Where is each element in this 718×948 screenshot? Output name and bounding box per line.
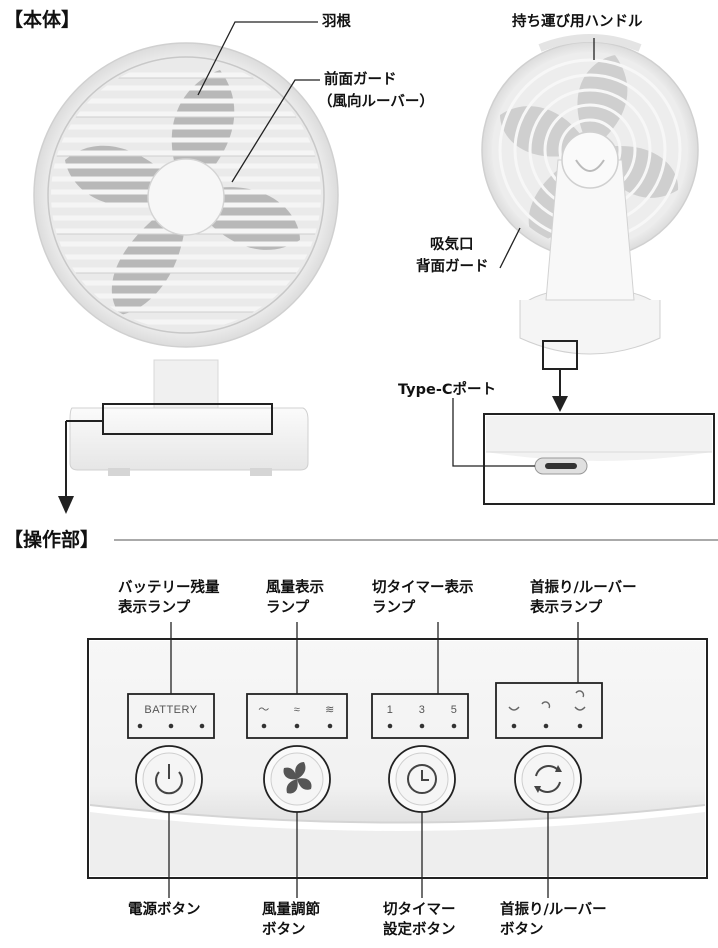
- timer-button-shape: [388, 745, 456, 813]
- timer-3-text: 3: [419, 704, 426, 716]
- label-blade: 羽根: [322, 14, 351, 30]
- front-fan-illustration: [33, 42, 339, 476]
- label-wind-lamp: 風量表示ランプ: [266, 580, 324, 616]
- label-timer-button: 切タイマー設定ボタン: [383, 902, 456, 938]
- power-button-shape: [135, 745, 203, 813]
- label-power-button: 電源ボタン: [128, 902, 201, 918]
- wind-button-shape: [263, 745, 331, 813]
- label-typec-port: Type-Cポート: [398, 382, 496, 398]
- wind-high-glyph: ≋: [325, 704, 335, 716]
- label-handle: 持ち運び用ハンドル: [512, 14, 643, 30]
- battery-lamp-text: BATTERY: [144, 704, 197, 716]
- label-rear-guard: 背面ガード: [416, 259, 489, 275]
- timer-1-text: 1: [387, 704, 394, 716]
- label-front-guard: 前面ガード: [324, 72, 397, 88]
- label-oscillation-lamp: 首振り/ルーバー表示ランプ: [530, 580, 637, 616]
- timer-5-text: 5: [451, 704, 458, 716]
- rear-fan-illustration: [481, 34, 699, 370]
- wind-low-glyph: 〜: [258, 704, 270, 716]
- oscillation-button-shape: [514, 745, 582, 813]
- control-panel-illustration: [87, 638, 708, 879]
- label-wind-button: 風量調節ボタン: [262, 902, 320, 938]
- section-title-control: 【操作部】: [4, 529, 100, 551]
- typec-zoom-box: [483, 413, 715, 505]
- section-title-body: 【本体】: [4, 9, 81, 31]
- label-timer-lamp: 切タイマー表示ランプ: [372, 580, 474, 616]
- label-front-guard-sub: （風向ルーバー）: [318, 94, 434, 110]
- label-intake: 吸気口: [430, 237, 474, 253]
- wind-mid-glyph: ≈: [294, 704, 301, 716]
- label-oscillation-button: 首振り/ルーバーボタン: [500, 902, 607, 938]
- label-battery-lamp: バッテリー残量表示ランプ: [118, 580, 220, 616]
